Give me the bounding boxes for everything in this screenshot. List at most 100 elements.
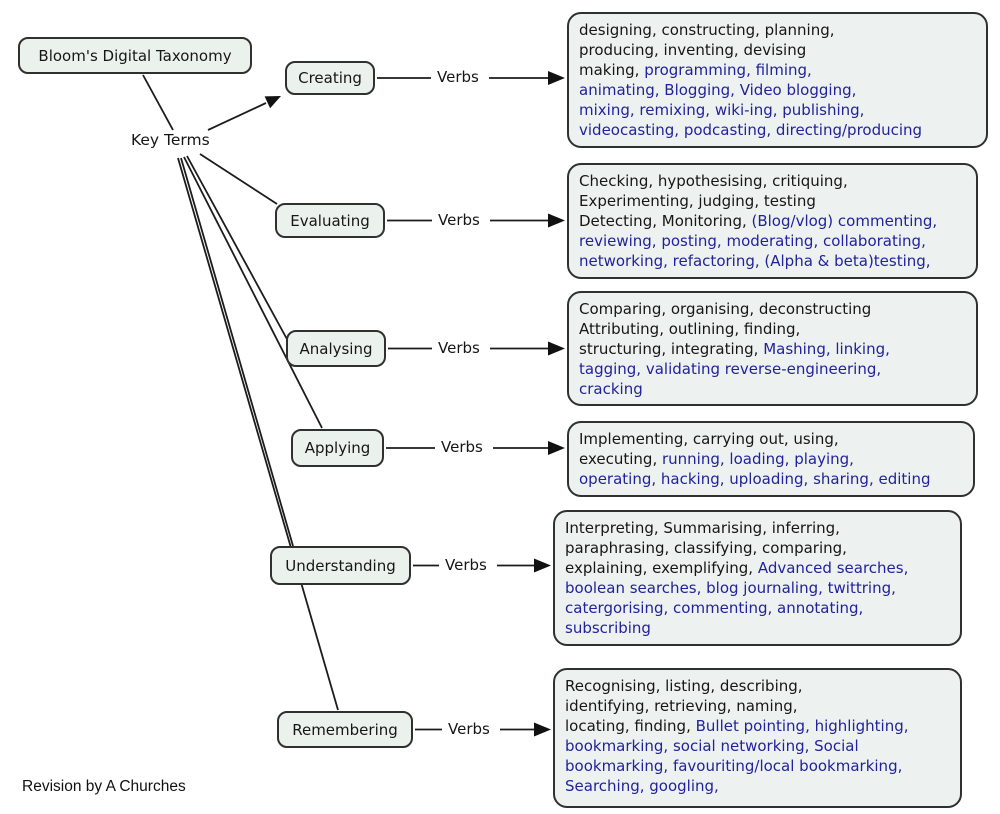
verb-box-remembering: Recognising, listing, describing, identif… bbox=[553, 668, 962, 808]
verbs-label-applying: Verbs bbox=[441, 438, 483, 456]
verb-segment-black: Experimenting, judging, testing bbox=[579, 192, 816, 210]
verbs-label-understanding: Verbs bbox=[445, 555, 487, 574]
verb-line: Experimenting, judging, testing bbox=[579, 191, 966, 211]
verb-segment-blue: bookmarking, social networking, Social bbox=[565, 737, 859, 755]
key-terms-label: Key Terms bbox=[131, 131, 210, 149]
verb-line: executing, running, loading, playing, bbox=[579, 449, 963, 469]
connector-line bbox=[177, 157, 339, 711]
arrowhead-icon bbox=[548, 341, 565, 356]
verb-segment-black: structuring, integrating, bbox=[579, 340, 764, 358]
verb-line: Recognising, listing, describing, bbox=[565, 676, 950, 696]
level-node-remembering: Remembering bbox=[277, 711, 413, 748]
verb-line: Searching, googling, bbox=[565, 776, 950, 796]
verb-segment-blue: videocasting, podcasting, directing/prod… bbox=[579, 121, 923, 139]
arrowhead-icon bbox=[534, 722, 551, 737]
verb-line: bookmarking, favouriting/local bookmarki… bbox=[565, 756, 950, 776]
verb-box-creating: designing, constructing, planning, produc… bbox=[567, 12, 988, 148]
verb-segment-black: locating, finding, bbox=[565, 717, 696, 735]
title-node: Bloom's Digital Taxonomy bbox=[18, 37, 252, 74]
verb-line: identifying, retrieving, naming, bbox=[565, 696, 950, 716]
verb-segment-black: making, bbox=[579, 61, 645, 79]
footer-credit: Revision by A Churches bbox=[22, 778, 186, 795]
verb-line: cracking bbox=[579, 379, 966, 399]
level-label-applying: Applying bbox=[304, 439, 371, 457]
verb-line: locating, finding, Bullet pointing, high… bbox=[565, 716, 950, 736]
verb-line: catergorising, commenting, annotating, bbox=[565, 598, 950, 618]
title-label: Bloom's Digital Taxonomy bbox=[38, 46, 232, 65]
verbs-label-creating: Verbs bbox=[437, 68, 479, 86]
verb-line: Interpreting, Summarising, inferring, bbox=[565, 518, 950, 538]
verb-segment-blue: subscribing bbox=[565, 619, 651, 637]
verb-line: Detecting, Monitoring, (Blog/vlog) comme… bbox=[579, 211, 966, 231]
verb-segment-black: explaining, exemplifying, bbox=[565, 559, 758, 577]
verb-segment-blue: tagging, validating reverse-engineering, bbox=[579, 360, 882, 378]
verb-line: making, programming, filming, bbox=[579, 60, 976, 80]
verb-segment-black: Attributing, outlining, finding, bbox=[579, 320, 801, 338]
verb-segment-black: Interpreting, Summarising, inferring, bbox=[565, 519, 840, 537]
verb-segment-blue: Searching, googling, bbox=[565, 777, 719, 795]
verb-line: designing, constructing, planning, bbox=[579, 20, 976, 40]
verb-line: Attributing, outlining, finding, bbox=[579, 319, 966, 339]
level-label-evaluating: Evaluating bbox=[290, 211, 370, 230]
verb-segment-blue: programming, filming, bbox=[644, 61, 812, 79]
level-label-creating: Creating bbox=[298, 69, 362, 87]
verb-segment-black: paraphrasing, classifying, comparing, bbox=[565, 539, 847, 557]
verb-line: mixing, remixing, wiki-ing, publishing, bbox=[579, 100, 976, 120]
level-label-analysing: Analysing bbox=[299, 339, 373, 358]
verb-segment-blue: animating, Blogging, Video blogging, bbox=[579, 81, 857, 99]
verb-line: subscribing bbox=[565, 618, 950, 638]
verb-line: structuring, integrating, Mashing, linki… bbox=[579, 339, 966, 359]
verbs-label-evaluating: Verbs bbox=[438, 210, 480, 229]
verb-segment-black: Recognising, listing, describing, bbox=[565, 677, 803, 695]
level-node-evaluating: Evaluating bbox=[275, 203, 385, 238]
verb-segment-black: designing, constructing, planning, bbox=[579, 21, 835, 39]
verb-segment-blue: Mashing, linking, bbox=[763, 340, 890, 358]
level-label-remembering: Remembering bbox=[292, 720, 398, 739]
verb-line: Checking, hypothesising, critiquing, bbox=[579, 171, 966, 191]
verb-box-evaluating: Checking, hypothesising, critiquing, Expe… bbox=[567, 163, 978, 279]
connector-line bbox=[180, 157, 294, 547]
verb-line: Comparing, organising, deconstructing bbox=[579, 299, 966, 319]
verb-line: videocasting, podcasting, directing/prod… bbox=[579, 120, 976, 140]
verb-segment-black: Implementing, carrying out, using, bbox=[579, 430, 839, 448]
verb-segment-blue: networking, refactoring, (Alpha & beta)t… bbox=[579, 252, 931, 270]
arrowhead-icon bbox=[548, 441, 565, 455]
arrowhead-icon bbox=[548, 213, 565, 228]
verb-segment-black: producing, inventing, devising bbox=[579, 41, 807, 59]
verb-line: producing, inventing, devising bbox=[579, 40, 976, 60]
arrowhead-icon bbox=[548, 71, 565, 85]
connector-line bbox=[186, 155, 289, 342]
verb-segment-blue: operating, hacking, uploading, sharing, … bbox=[579, 470, 931, 488]
arrowhead-icon bbox=[534, 558, 551, 573]
verb-segment-blue: cracking bbox=[579, 380, 643, 398]
verb-line: paraphrasing, classifying, comparing, bbox=[565, 538, 950, 558]
verb-segment-black: identifying, retrieving, naming, bbox=[565, 697, 798, 715]
verb-segment-blue: mixing, remixing, wiki-ing, publishing, bbox=[579, 101, 865, 119]
verb-segment-blue: Advanced searches, bbox=[757, 559, 909, 577]
level-node-analysing: Analysing bbox=[286, 330, 386, 367]
verb-segment-blue: reviewing, posting, moderating, collabor… bbox=[579, 232, 926, 250]
connector-line bbox=[183, 156, 323, 429]
verb-box-understanding: Interpreting, Summarising, inferring, par… bbox=[553, 510, 962, 646]
verb-line: tagging, validating reverse-engineering, bbox=[579, 359, 966, 379]
verb-line: reviewing, posting, moderating, collabor… bbox=[579, 231, 966, 251]
level-node-understanding: Understanding bbox=[270, 546, 411, 585]
verb-segment-blue: catergorising, commenting, annotating, bbox=[565, 599, 864, 617]
verb-segment-black: executing, bbox=[579, 450, 662, 468]
connector-line bbox=[142, 74, 174, 131]
verb-segment-black: Comparing, organising, deconstructing bbox=[579, 300, 872, 318]
verb-segment-blue: bookmarking, favouriting/local bookmarki… bbox=[565, 757, 903, 775]
verb-segment-black: Checking, hypothesising, critiquing, bbox=[579, 172, 848, 190]
verb-line: operating, hacking, uploading, sharing, … bbox=[579, 469, 963, 489]
verb-line: boolean searches, blog journaling, twitt… bbox=[565, 578, 950, 598]
verb-line: explaining, exemplifying, Advanced searc… bbox=[565, 558, 950, 578]
verb-segment-blue: running, loading, playing, bbox=[661, 450, 854, 468]
verbs-label-remembering: Verbs bbox=[448, 719, 490, 738]
verb-box-applying: Implementing, carrying out, using,execut… bbox=[567, 421, 975, 497]
connector-line bbox=[199, 153, 278, 205]
verb-line: Implementing, carrying out, using, bbox=[579, 429, 963, 449]
level-node-applying: Applying bbox=[291, 429, 384, 467]
